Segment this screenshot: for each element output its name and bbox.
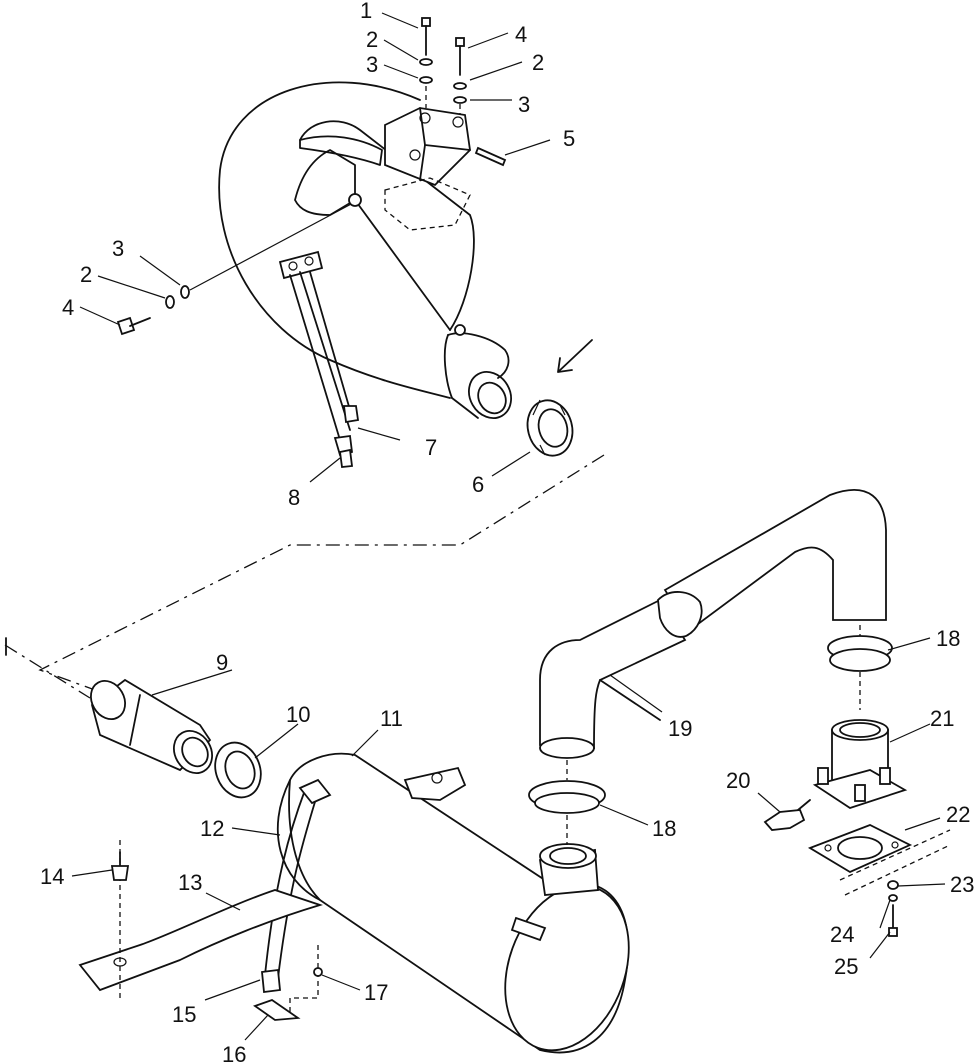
- routing-line-left: [4, 644, 91, 699]
- routing-line-upper: [38, 454, 605, 691]
- callout-3: 3: [112, 236, 124, 261]
- manifold-flange-block: [384, 107, 471, 231]
- direction-arrow: [557, 339, 593, 373]
- bolt-4-top: [453, 37, 467, 115]
- pipe-coupler-9: [90, 678, 213, 774]
- callout-2: 2: [366, 27, 378, 52]
- adapter-flange-21: [812, 719, 908, 809]
- callout-2: 2: [80, 262, 92, 287]
- exhaust-pipe-19: [539, 489, 887, 759]
- callout-17: 17: [364, 980, 388, 1005]
- callout-15: 15: [172, 1002, 196, 1027]
- callout-5: 5: [563, 126, 575, 151]
- bracket-13: [78, 840, 323, 1000]
- callout-12: 12: [200, 816, 224, 841]
- side-bolt-assembly: [116, 193, 362, 336]
- y-pipe-manifold: [218, 81, 512, 419]
- dowel-pin-5: [474, 146, 507, 167]
- callout-14: 14: [40, 864, 64, 889]
- callout-3: 3: [518, 92, 530, 117]
- callout-7: 7: [425, 435, 437, 460]
- muffler-11: [261, 752, 630, 1054]
- callout-1: 1: [360, 0, 372, 23]
- gasket-22: [807, 824, 951, 896]
- rivet-17: [313, 967, 323, 977]
- callout-13: 13: [178, 870, 202, 895]
- callout-19: 19: [668, 716, 692, 741]
- clamp-10: [214, 741, 262, 799]
- callout-23: 23: [950, 872, 974, 897]
- callout-11: 11: [380, 706, 403, 731]
- clamp-18-lower: [528, 760, 606, 845]
- rivet-14: [110, 851, 130, 881]
- clamp-18-upper: [827, 625, 893, 710]
- clamp-6: [526, 399, 574, 457]
- callout-25: 25: [834, 954, 858, 979]
- callout-6: 6: [472, 472, 484, 497]
- bolt-stack-23-25: [887, 880, 899, 937]
- callout-labels: 1 2 3 4 2 3 5 3 2 4 7 8 6 9 10 11 12 13 …: [40, 0, 974, 1064]
- bolt-1: [419, 17, 433, 108]
- callout-4: 4: [62, 295, 74, 320]
- callout-18: 18: [936, 626, 960, 651]
- callout-3: 3: [366, 52, 378, 77]
- callout-21: 21: [930, 706, 954, 731]
- callout-22: 22: [946, 802, 970, 827]
- callout-9: 9: [216, 650, 228, 675]
- callout-20: 20: [726, 768, 750, 793]
- callout-2: 2: [532, 50, 544, 75]
- callout-16: 16: [222, 1042, 246, 1064]
- support-rod: [278, 250, 360, 468]
- leader-lines: [71, 12, 946, 1041]
- callout-4: 4: [515, 22, 527, 47]
- callout-8: 8: [288, 485, 300, 510]
- callout-24: 24: [830, 922, 854, 947]
- callout-18: 18: [652, 816, 676, 841]
- callout-10: 10: [286, 702, 310, 727]
